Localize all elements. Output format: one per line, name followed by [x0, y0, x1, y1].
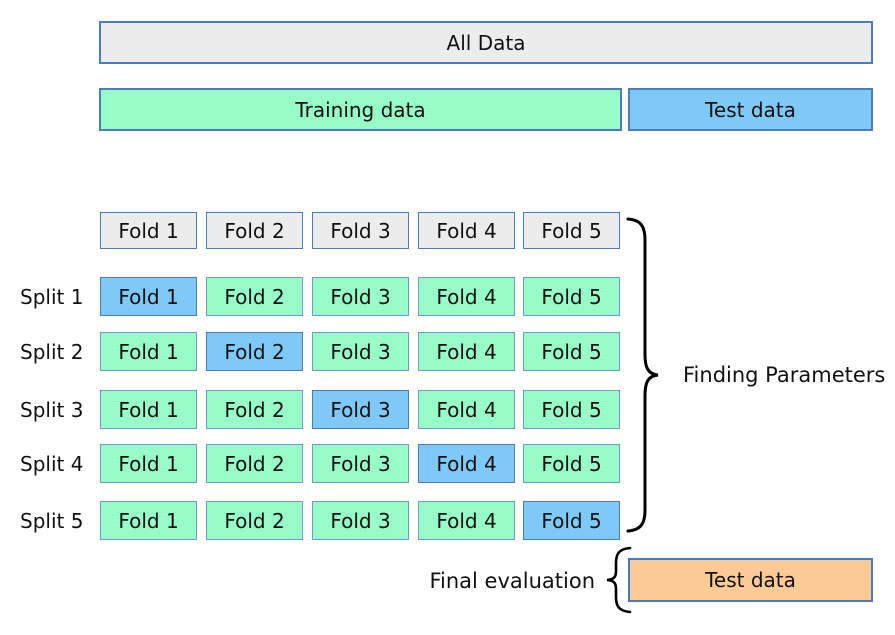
- finding-parameters-brace: [626, 217, 659, 533]
- split-5-fold-5-test: Fold 5: [523, 501, 620, 540]
- split-3-label: Split 3: [20, 397, 84, 422]
- split-5-fold-1: Fold 1: [100, 501, 197, 540]
- split-2-fold-4: Fold 4: [418, 332, 515, 371]
- fold-header-4: Fold 4: [418, 212, 515, 249]
- split-1-fold-3: Fold 3: [312, 277, 409, 316]
- fold-header-5: Fold 5: [523, 212, 620, 249]
- all-data-bar: All Data: [99, 21, 873, 64]
- training-data-bar: Training data: [99, 88, 622, 131]
- split-2-fold-3: Fold 3: [312, 332, 409, 371]
- split-1-fold-5: Fold 5: [523, 277, 620, 316]
- split-3-fold-2: Fold 2: [206, 390, 303, 429]
- split-2-label: Split 2: [20, 339, 84, 364]
- final-evaluation-label: Final evaluation: [429, 569, 595, 593]
- split-4-fold-3: Fold 3: [312, 444, 409, 483]
- split-4-label: Split 4: [20, 451, 84, 476]
- split-2-fold-5: Fold 5: [523, 332, 620, 371]
- split-4-fold-1: Fold 1: [100, 444, 197, 483]
- split-3-fold-3-test: Fold 3: [312, 390, 409, 429]
- final-evaluation-brace: [606, 546, 632, 614]
- split-3-fold-4: Fold 4: [418, 390, 515, 429]
- split-1-label: Split 1: [20, 284, 84, 309]
- split-4-fold-4-test: Fold 4: [418, 444, 515, 483]
- split-5-fold-4: Fold 4: [418, 501, 515, 540]
- finding-parameters-label: Finding Parameters: [683, 363, 886, 387]
- fold-header-3: Fold 3: [312, 212, 409, 249]
- split-3-fold-5: Fold 5: [523, 390, 620, 429]
- split-1-fold-2: Fold 2: [206, 277, 303, 316]
- split-5-label: Split 5: [20, 508, 84, 533]
- fold-header-1: Fold 1: [100, 212, 197, 249]
- final-test-data-bar: Test data: [628, 558, 873, 602]
- split-2-fold-2-test: Fold 2: [206, 332, 303, 371]
- split-2-fold-1: Fold 1: [100, 332, 197, 371]
- split-1-fold-1-test: Fold 1: [100, 277, 197, 316]
- test-data-bar: Test data: [628, 88, 873, 131]
- split-1-fold-4: Fold 4: [418, 277, 515, 316]
- split-4-fold-2: Fold 2: [206, 444, 303, 483]
- split-5-fold-3: Fold 3: [312, 501, 409, 540]
- split-5-fold-2: Fold 2: [206, 501, 303, 540]
- split-3-fold-1: Fold 1: [100, 390, 197, 429]
- fold-header-2: Fold 2: [206, 212, 303, 249]
- split-4-fold-5: Fold 5: [523, 444, 620, 483]
